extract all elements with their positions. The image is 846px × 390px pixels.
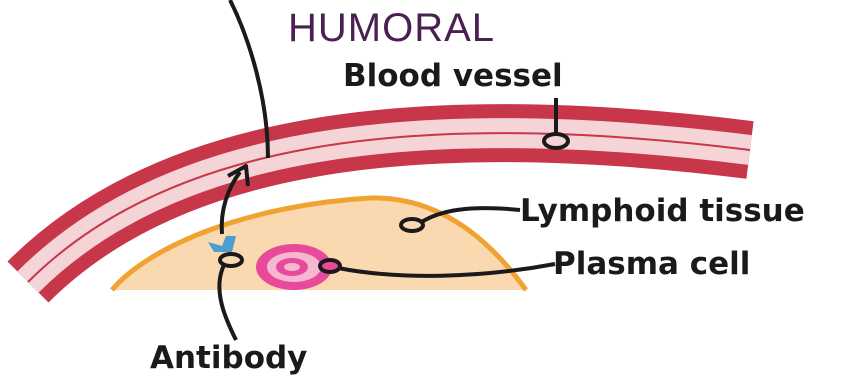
blood-vessel-pointer-dot [544,134,568,148]
lymphoid-tissue-label: Lymphoid tissue [520,193,805,229]
blood-vessel-label: Blood vessel [343,58,563,94]
lymphoid-pointer-dot [401,219,423,231]
antibody-pointer-dot [220,254,242,266]
diagram-title: HUMORAL [288,6,495,51]
plasma-cell-label: Plasma cell [553,246,750,282]
plasma-pointer-dot [320,260,340,272]
antibody-label: Antibody [150,340,307,376]
